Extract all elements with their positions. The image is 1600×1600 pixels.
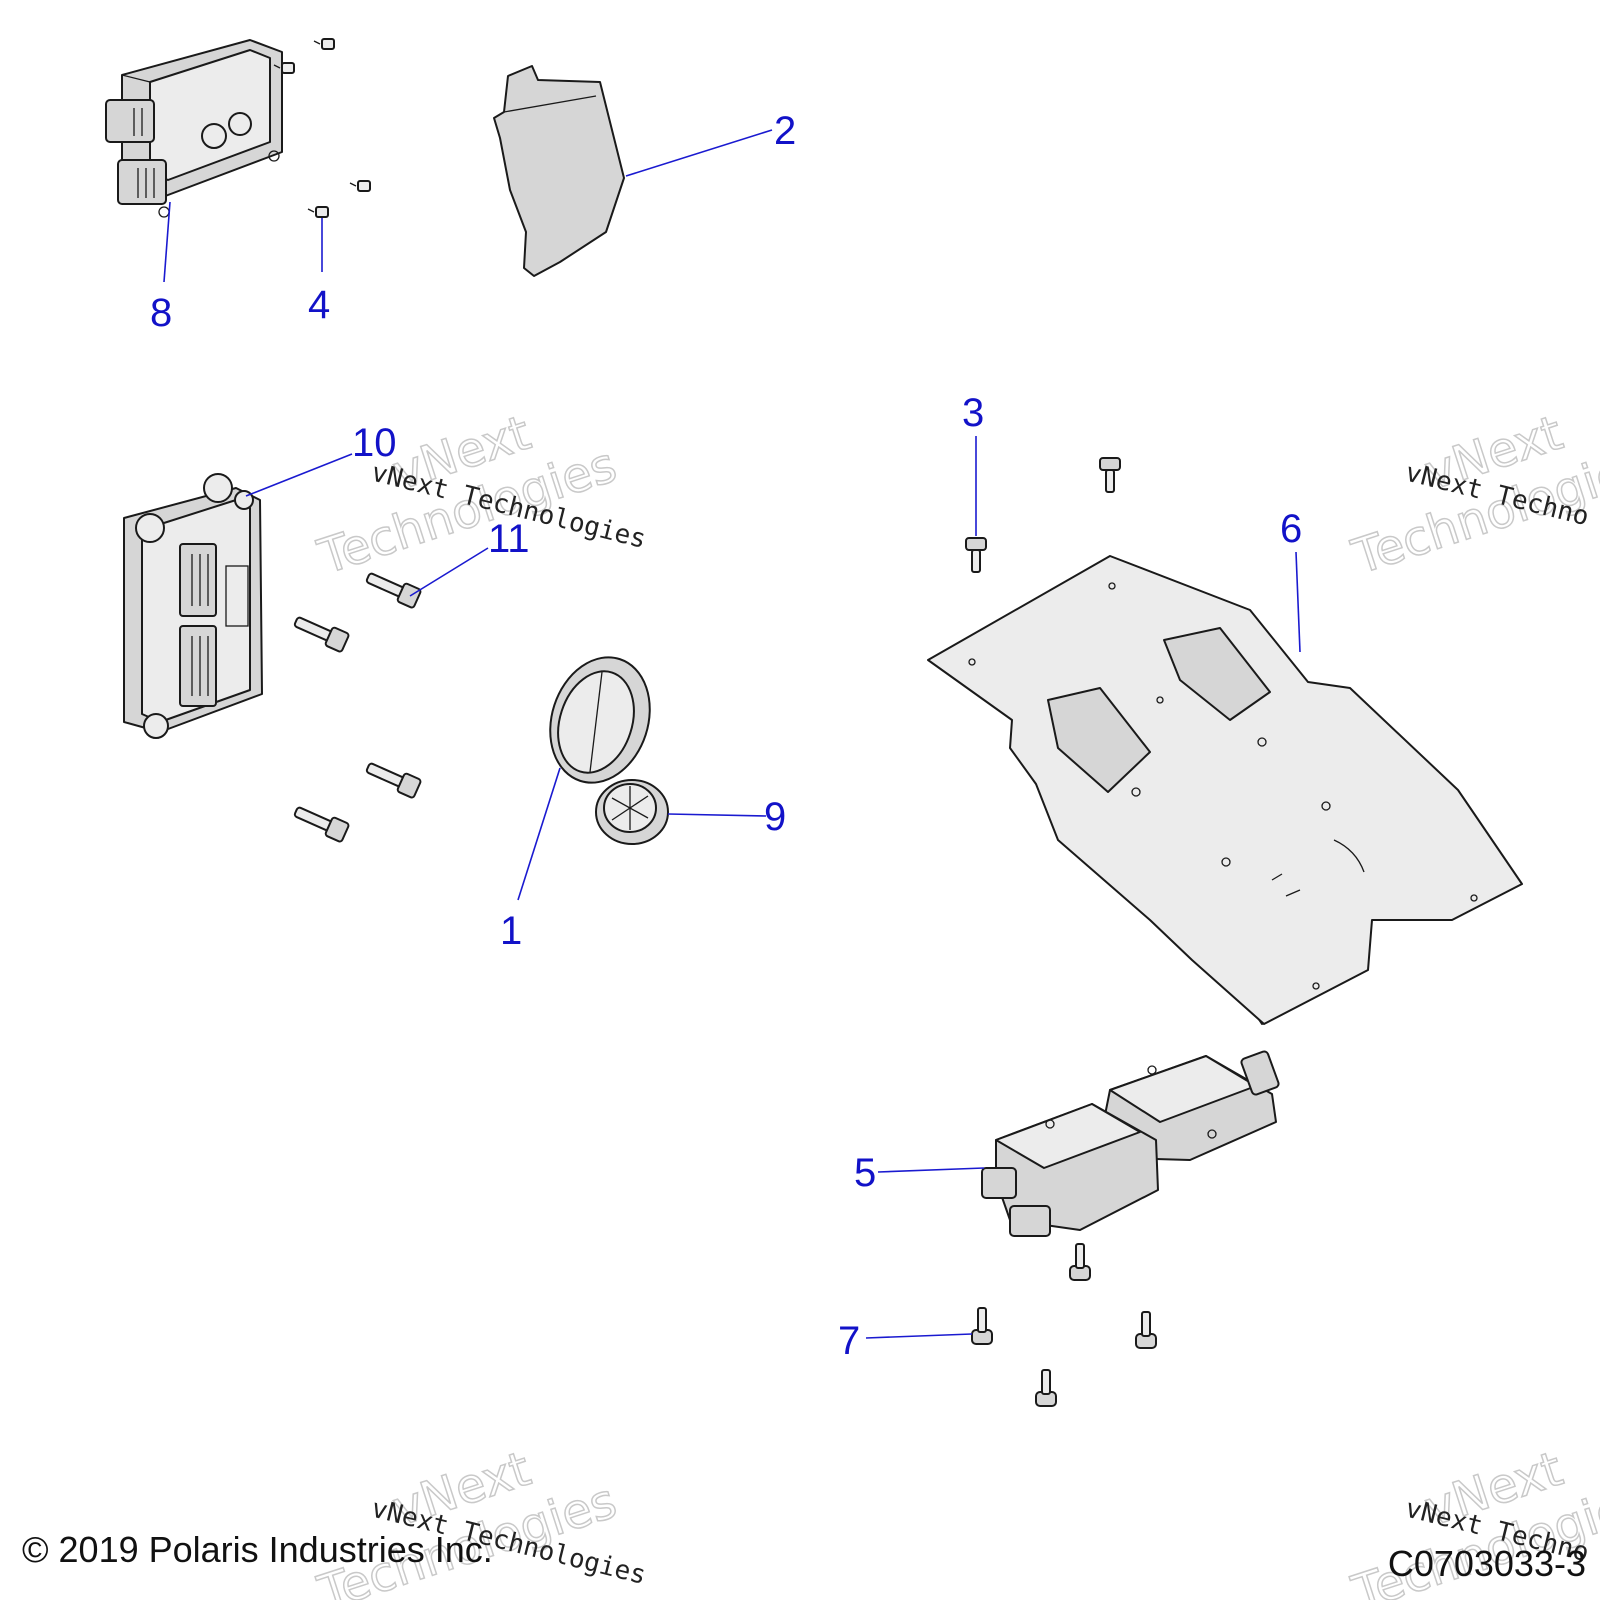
part-ecu-module-8 xyxy=(105,39,283,218)
part-plate-6 xyxy=(927,555,1523,1025)
callout-labels: 1 2 3 4 5 6 7 8 9 10 11 xyxy=(150,109,1302,1363)
watermark-group: vNext Technologies vNext Technologies vN… xyxy=(311,404,1600,1600)
part-bolts-11 xyxy=(293,572,422,843)
part-ecu-10 xyxy=(123,473,263,739)
callout-4: 4 xyxy=(308,283,330,327)
leader-8 xyxy=(163,201,171,283)
leader-7 xyxy=(865,1333,973,1339)
leader-10 xyxy=(245,453,353,497)
part-cover-2 xyxy=(493,65,625,277)
leader-9 xyxy=(667,813,767,817)
callout-7: 7 xyxy=(838,1319,860,1363)
callout-6: 6 xyxy=(1280,507,1302,551)
part-grommet-9 xyxy=(595,779,669,845)
leader-2 xyxy=(625,129,773,177)
leader-6 xyxy=(1295,551,1301,653)
leader-11 xyxy=(409,547,489,597)
leader-lines xyxy=(163,129,1301,1339)
part-relay-boxes-5 xyxy=(981,1050,1280,1237)
part-bolts-3 xyxy=(965,457,1121,573)
callout-2: 2 xyxy=(774,109,796,153)
figure-id: C0703033-3 xyxy=(1388,1543,1586,1584)
part-grommet-1 xyxy=(549,656,651,784)
callout-5: 5 xyxy=(854,1151,876,1195)
copyright-text: © 2019 Polaris Industries Inc. xyxy=(22,1529,493,1570)
callout-10: 10 xyxy=(352,421,397,465)
part-screws-4 xyxy=(273,38,371,218)
leader-1 xyxy=(517,767,561,901)
part-screws-7 xyxy=(971,1243,1157,1407)
callout-1: 1 xyxy=(500,909,522,953)
callout-3: 3 xyxy=(962,391,984,435)
callout-11: 11 xyxy=(488,517,530,561)
callout-9: 9 xyxy=(764,795,786,839)
leader-5 xyxy=(877,1167,985,1173)
callout-8: 8 xyxy=(150,291,172,335)
